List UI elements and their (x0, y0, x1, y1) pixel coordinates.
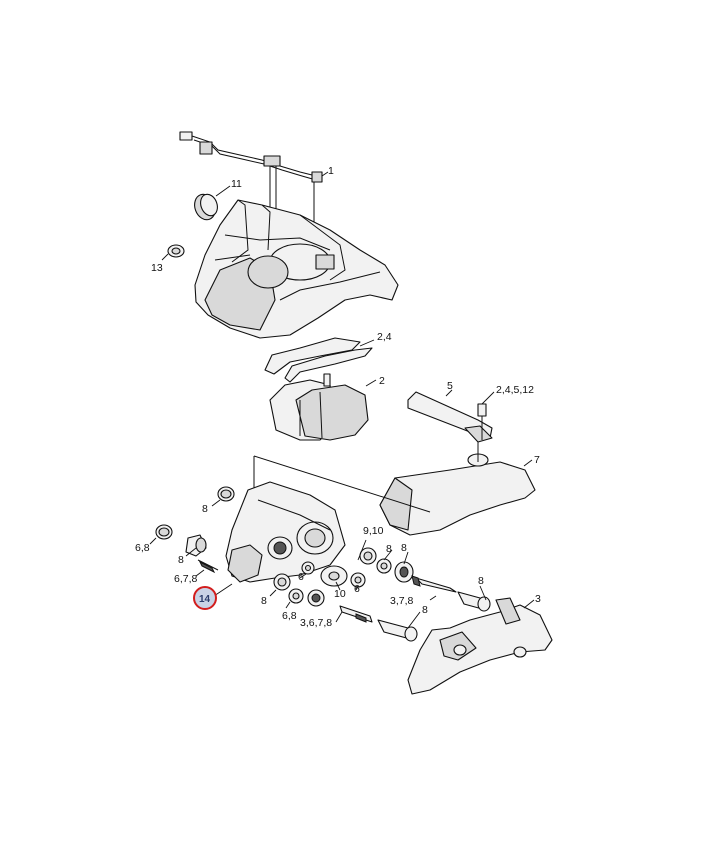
label-2-4: 2,4 (377, 331, 392, 343)
bushing-8-e (273, 573, 291, 591)
label-8-lower: 8 (261, 595, 267, 607)
ring-8-b (394, 561, 414, 583)
clip-13 (167, 244, 185, 258)
label-2-4-5-12: 2,4,5,12 (496, 384, 534, 396)
piston-seal-9-10 (359, 547, 377, 565)
plug-11 (194, 193, 218, 221)
label-3: 3 (535, 593, 541, 605)
bushing-6-8 (155, 524, 173, 540)
caliper-housing (194, 199, 399, 339)
carrier-3 (407, 597, 553, 695)
label-13: 13 (151, 262, 163, 274)
pad-retainer-springs (264, 337, 373, 383)
callout-14-ring[interactable] (193, 586, 217, 610)
label-6-7-8: 6,7,8 (174, 573, 198, 585)
label-6-8-left: 6,8 (135, 542, 150, 554)
caliper-cover (379, 442, 536, 536)
guide-pin-upper (411, 575, 491, 612)
guide-pin-lower (339, 605, 418, 642)
label-8-ring-b: 8 (401, 542, 407, 554)
brake-pads (269, 373, 369, 441)
label-3-6-7-8: 3,6,7,8 (300, 617, 332, 629)
label-8-ring-a: 8 (386, 543, 392, 555)
label-8-top: 8 (202, 503, 208, 515)
label-8-pin-lower: 8 (422, 604, 428, 616)
bushing-top-8 (217, 486, 235, 502)
washer-10 (320, 565, 348, 587)
label-7: 7 (534, 454, 540, 466)
callout-14[interactable]: 14 (193, 586, 217, 610)
bolt-6-7-8 (197, 559, 219, 574)
label-10: 10 (334, 588, 346, 600)
label-9-10: 9,10 (363, 525, 384, 537)
seal-6-8-b (288, 588, 304, 604)
washer-6 (301, 561, 315, 575)
label-1: 1 (328, 165, 334, 177)
label-6-washer: 6 (298, 571, 304, 583)
label-8-left: 8 (178, 554, 184, 566)
caliper-body-lower (225, 481, 346, 583)
pad-retainer-plate (407, 391, 493, 443)
label-2: 2 (379, 375, 385, 387)
callout-14-text: 14 (199, 594, 211, 605)
ring-stack (307, 589, 325, 607)
bushing-left-8 (185, 534, 207, 557)
label-8-pin-upper: 8 (478, 575, 484, 587)
label-6-8-lower: 6,8 (282, 610, 297, 622)
label-6-seal: 6 (354, 583, 360, 595)
label-3-7-8: 3,7,8 (390, 595, 414, 607)
ring-8-a (376, 558, 392, 574)
leader-lines (149, 171, 535, 629)
part-labels: 1 11 13 2,4 2 5 2,4,5,12 7 8 6,8 8 6,7,8… (135, 165, 541, 629)
label-11: 11 (231, 178, 242, 190)
label-5: 5 (447, 380, 453, 392)
